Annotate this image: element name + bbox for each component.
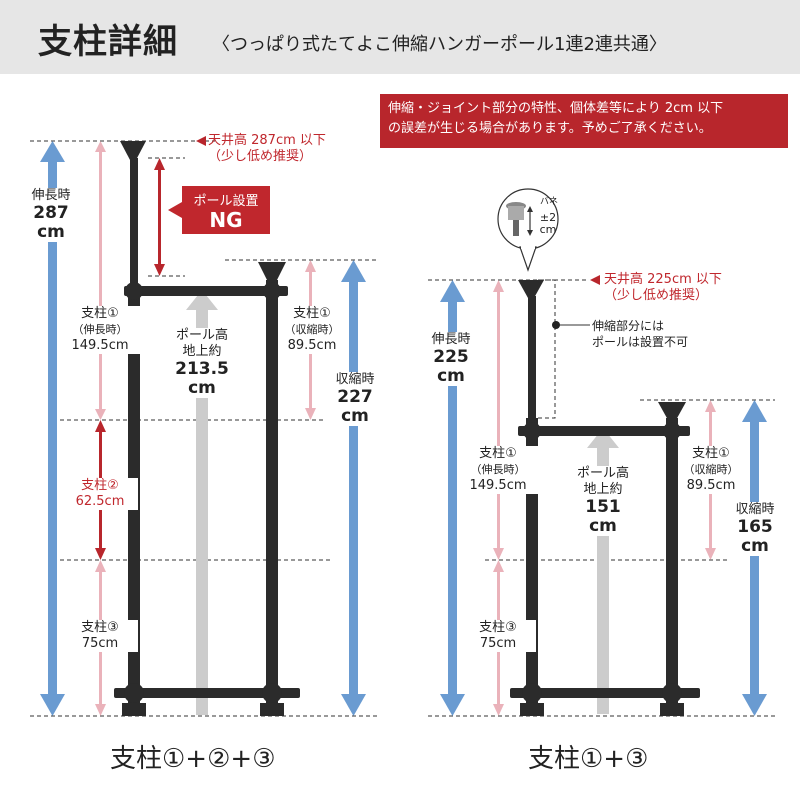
ng-badge-line2: NG: [209, 208, 243, 232]
right-post1-con-value: 89.5cm: [686, 478, 736, 493]
right-pole-height-line2: 地上約: [583, 482, 623, 497]
right-post1-ext-arrow: [493, 280, 504, 560]
right-contracted-title: 収縮時: [735, 502, 775, 517]
tolerance-note: 伸縮・ジョイント部分の特性、個体差等により 2cm 以下 の誤差が生じる場合があ…: [380, 94, 788, 148]
right-pole-height-label: ポール高 地上約 151 cm: [561, 466, 645, 536]
telescope-note-line2: ポールは設置不可: [592, 335, 689, 349]
right-extended-arrow: [440, 280, 465, 716]
header-bar: 支柱詳細 〈つっぱり式たてよこ伸縮ハンガーポール1連2連共通〉: [0, 0, 800, 74]
right-post1-ext-title: 支柱①: [479, 446, 517, 461]
right-post1-con-sub: （収縮時）: [683, 463, 739, 476]
right-extended-title: 伸長時: [431, 332, 471, 347]
left-ceiling-line2: （少し低め推奨）: [208, 149, 313, 164]
right-post3-value: 75cm: [479, 636, 517, 651]
page-title: 支柱詳細: [38, 22, 178, 62]
left-contracted-unit: cm: [341, 406, 369, 426]
left-contracted-value: 227: [337, 387, 373, 407]
right-post1-con-label: 支柱① （収縮時） 89.5cm: [679, 446, 743, 494]
left-post1-ext-arrow: [95, 141, 106, 420]
right-extended-value: 225: [433, 347, 469, 367]
left-contracted-label: 収縮時 227 cm: [326, 372, 384, 426]
left-pole-height-unit: cm: [188, 378, 216, 398]
left-pole-height-label: ポール高 地上約 213.5 cm: [160, 328, 244, 398]
spring-value-label: ±2 cm: [536, 212, 560, 236]
right-contracted-arrow: [742, 400, 767, 716]
right-pole-height-line1: ポール高: [576, 466, 629, 481]
left-ceiling-line1: 天井高 287cm 以下: [208, 133, 326, 148]
spring-label: バネ: [540, 197, 559, 207]
left-ceiling-note: 天井高 287cm 以下 （少し低め推奨）: [208, 133, 326, 165]
left-extended-title: 伸長時: [31, 188, 71, 203]
ng-badge-line1: ポール設置: [193, 194, 259, 209]
left-post1-con-value: 89.5cm: [287, 338, 337, 353]
telescope-note: 伸縮部分には ポールは設置不可: [592, 318, 688, 350]
left-post1-ext-sub: （伸長時）: [72, 323, 128, 336]
left-extended-arrow: [40, 141, 65, 716]
left-post2-title: 支柱②: [81, 478, 119, 493]
right-extended-unit: cm: [437, 366, 465, 386]
right-pole-height-value: 151: [585, 497, 621, 517]
right-contracted-label: 収縮時 165 cm: [726, 502, 784, 556]
right-caption: 支柱①+③: [528, 744, 649, 774]
left-post3-title: 支柱③: [81, 620, 119, 635]
left-post3-value: 75cm: [81, 636, 119, 651]
right-ceiling-line2: （少し低め推奨）: [604, 288, 709, 303]
left-pole-height-arrow: [186, 290, 218, 715]
left-caption: 支柱①+②+③: [110, 744, 276, 774]
left-ng-arrow: [154, 158, 165, 276]
right-extended-label: 伸長時 225 cm: [420, 332, 482, 386]
left-contracted-title: 収縮時: [335, 372, 375, 387]
left-post3-label: 支柱③ 75cm: [62, 620, 138, 652]
right-post3-title: 支柱③: [479, 620, 517, 635]
left-ceiling-pointer-icon: [196, 136, 206, 146]
left-post1-con-sub: （収縮時）: [284, 323, 340, 336]
right-pole-height-unit: cm: [589, 516, 617, 536]
left-extended-unit: cm: [37, 222, 65, 242]
right-post1-ext-label: 支柱① （伸長時） 149.5cm: [458, 446, 538, 494]
left-pole-height-line1: ポール高: [175, 328, 228, 343]
left-post1-ext-value: 149.5cm: [71, 338, 129, 353]
right-ceiling-line1: 天井高 225cm 以下: [604, 272, 722, 287]
note-line-1: 伸縮・ジョイント部分の特性、個体差等により 2cm 以下: [388, 101, 724, 116]
right-post1-con-title: 支柱①: [692, 446, 730, 461]
note-line-2: の誤差が生じる場合があります。予めご了承ください。: [388, 121, 712, 136]
left-contracted-arrow: [341, 260, 366, 716]
right-ceiling-note: 天井高 225cm 以下 （少し低め推奨）: [604, 272, 722, 304]
left-pole-height-value: 213.5: [175, 359, 229, 379]
left-extended-label: 伸長時 287 cm: [20, 188, 82, 242]
right-contracted-value: 165: [737, 517, 773, 537]
right-post3-label: 支柱③ 75cm: [460, 620, 536, 652]
right-post1-ext-sub: （伸長時）: [470, 463, 526, 476]
left-post1-con-title: 支柱①: [293, 306, 331, 321]
left-post1-ext-title: 支柱①: [81, 306, 119, 321]
left-post1-ext-label: 支柱① （伸長時） 149.5cm: [60, 306, 140, 354]
left-post2-value: 62.5cm: [75, 494, 125, 509]
telescope-marker-dot: [552, 321, 560, 329]
telescope-note-line1: 伸縮部分には: [592, 319, 665, 333]
right-post1-ext-value: 149.5cm: [469, 478, 527, 493]
left-extended-value: 287: [33, 203, 69, 223]
spring-unit: cm: [539, 223, 557, 236]
left-post2-label: 支柱② 62.5cm: [62, 478, 138, 510]
spring-value: ±2: [539, 211, 557, 224]
left-post1-con-label: 支柱① （収縮時） 89.5cm: [280, 306, 344, 354]
right-ceiling-pointer-icon: [590, 275, 600, 285]
left-pole-height-line2: 地上約: [182, 344, 222, 359]
right-contracted-unit: cm: [741, 536, 769, 556]
spring-callout: [497, 188, 559, 272]
ng-badge: ポール設置 NG: [168, 186, 270, 234]
page-subtitle: 〈つっぱり式たてよこ伸縮ハンガーポール1連2連共通〉: [212, 34, 667, 55]
